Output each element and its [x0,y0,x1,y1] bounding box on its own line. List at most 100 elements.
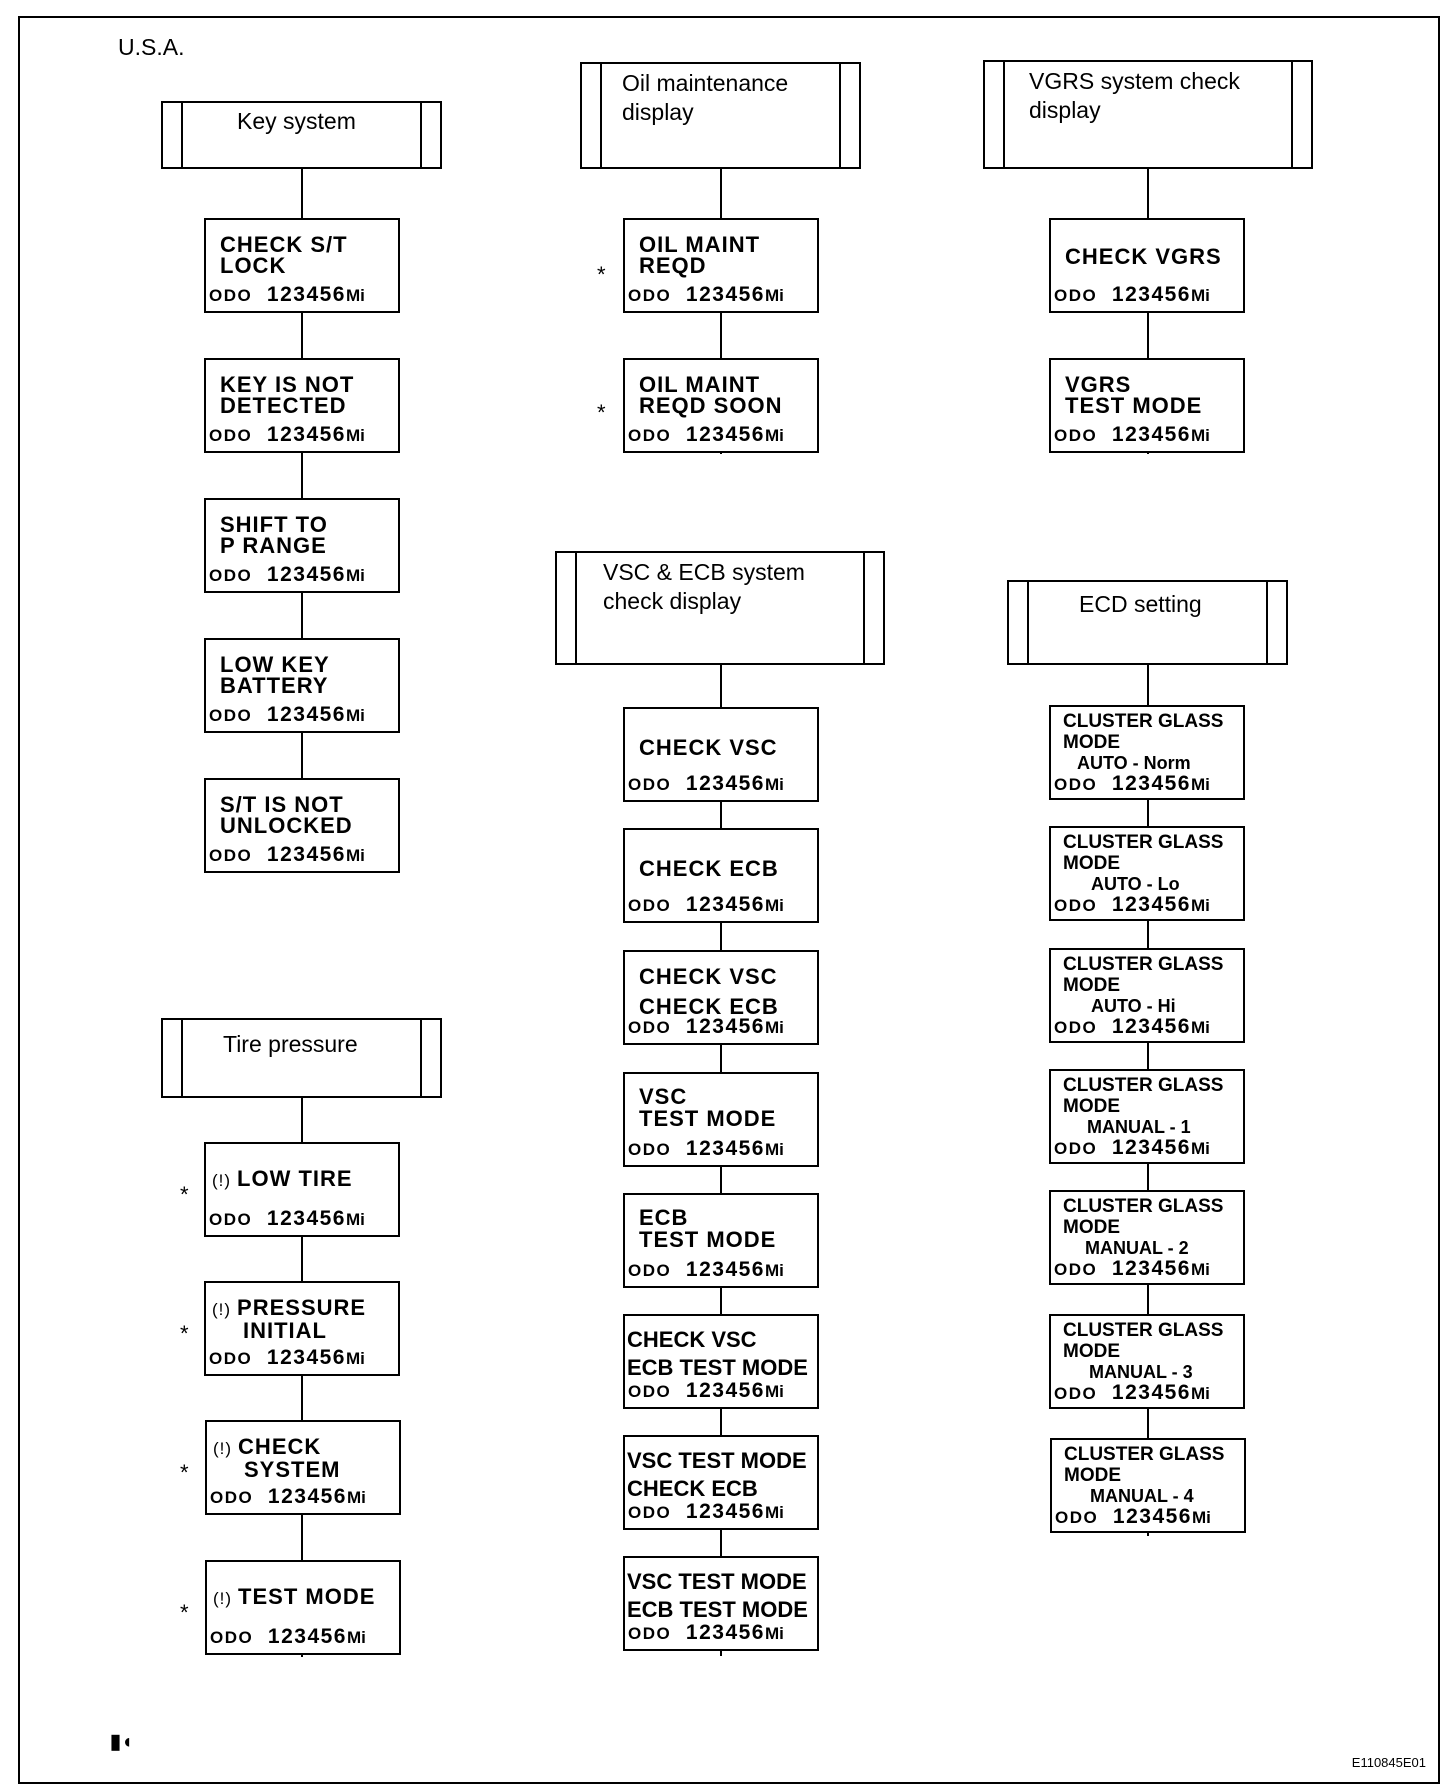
display-message: CHECK VGRS [1065,244,1222,269]
vsc-ecb-header: VSC & ECB system check display [555,551,885,665]
odometer: ODO 123456Mi [209,1207,365,1230]
tire-pressure-icon: (!) [212,1300,232,1319]
header-bar [181,1020,183,1096]
header-bar [600,64,602,167]
header-title-line2: display [1029,97,1101,123]
header-title: Key system [237,108,356,134]
odometer: ODO 123456Mi [628,1379,784,1402]
display-check-ecb: CHECK ECB ODO 123456Mi [623,828,819,923]
header-bar [181,103,183,167]
header-bar [420,1020,422,1096]
note-asterisk: * [180,1460,189,1485]
display-message: CHECK ECB [639,856,779,881]
header-bar [1003,62,1005,167]
odometer: ODO 123456Mi [1054,1257,1210,1280]
header-title: ECD setting [1079,591,1202,617]
odometer: ODO 123456Mi [628,1137,784,1160]
display-message: CHECK VSC [639,735,778,760]
odometer: ODO 123456Mi [209,1346,365,1369]
odometer: ODO 123456Mi [209,283,365,306]
tire-pressure-icon: (!) [213,1439,233,1458]
tire-pressure-icon: (!) [213,1589,233,1608]
odometer: ODO 123456Mi [1054,423,1210,446]
image-code: E110845E01 [1351,1755,1426,1770]
header-bar [839,64,841,167]
odometer: ODO 123456Mi [628,1258,784,1281]
note-asterisk: * [180,1182,189,1207]
header-bar [863,553,865,663]
display-message: (!)TEST MODE [213,1584,376,1609]
display-check-vgrs: CHECK VGRS ODO 123456Mi [1049,218,1245,313]
odometer: ODO 123456Mi [628,893,784,916]
region-label: U.S.A. [118,34,185,60]
odometer: ODO 123456Mi [1054,1015,1210,1038]
odometer: ODO 123456Mi [209,563,365,586]
odometer: ODO 123456Mi [1054,772,1210,795]
manual-logo-icon: ▮◖ [110,1731,134,1753]
diagram-frame [18,16,1440,1784]
header-bar [420,103,422,167]
key-system-header: Key system [161,101,442,169]
odometer: ODO 123456Mi [628,1500,784,1523]
odometer: ODO 123456Mi [628,1621,784,1644]
header-title-line2: check display [603,588,742,614]
vgrs-header: VGRS system check display [983,60,1313,169]
odometer: ODO 123456Mi [209,423,365,446]
odometer: ODO 123456Mi [209,703,365,726]
header-bar [1027,582,1029,663]
display-low-tire: (!)LOW TIRE ODO 123456Mi [204,1142,400,1237]
header-bar [1291,62,1293,167]
odometer: ODO 123456Mi [1054,893,1210,916]
odometer: ODO 123456Mi [1054,283,1210,306]
note-asterisk: * [180,1600,189,1625]
header-bar [1266,582,1268,663]
header-title-line1: Oil maintenance [622,70,789,96]
odometer: ODO 123456Mi [628,423,784,446]
header-title: Tire pressure [223,1031,358,1057]
tire-pressure-header: Tire pressure [161,1018,442,1098]
header-title-line1: VGRS system check [1029,68,1240,94]
odometer: ODO 123456Mi [628,1015,784,1038]
ecd-setting-header: ECD setting [1007,580,1288,665]
tire-pressure-icon: (!) [212,1171,232,1190]
odometer: ODO 123456Mi [1055,1505,1211,1528]
display-tire-test-mode: (!)TEST MODE ODO 123456Mi [205,1560,401,1655]
header-title-line1: VSC & ECB system [603,559,805,585]
